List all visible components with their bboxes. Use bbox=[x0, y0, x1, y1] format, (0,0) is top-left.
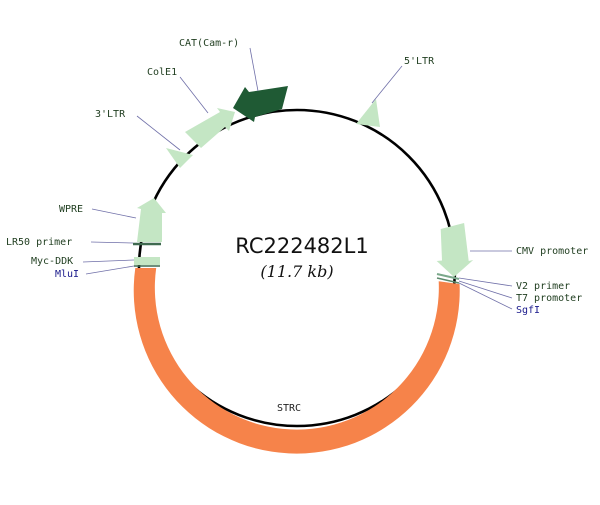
v2-label: V2 primer bbox=[516, 281, 570, 292]
ltr5-leader bbox=[371, 65, 403, 104]
t7-promoter-mark bbox=[436, 277, 460, 284]
plasmid-size: (11.7 kb) bbox=[260, 262, 333, 281]
sgfi-label: SgfI bbox=[516, 305, 540, 316]
lr50-label: LR50 primer bbox=[6, 237, 72, 248]
cmv-label: CMV promoter bbox=[516, 246, 588, 257]
wpre-leader bbox=[91, 208, 137, 219]
wpre-label: WPRE bbox=[59, 204, 83, 215]
cole1-leader bbox=[179, 76, 209, 114]
strc-label: STRC bbox=[277, 403, 301, 414]
cole1-label: ColE1 bbox=[147, 67, 177, 78]
ltr3-label: 3'LTR bbox=[95, 109, 126, 120]
cat-leader bbox=[249, 47, 259, 92]
mlui-label: MluI bbox=[55, 269, 79, 280]
cat-label: CAT(Cam-r) bbox=[179, 38, 239, 49]
plasmid-name: RC222482L1 bbox=[235, 234, 368, 258]
ltr5-feature bbox=[356, 99, 380, 127]
cmv-promoter-feature bbox=[436, 223, 474, 277]
ltr3-leader bbox=[136, 115, 181, 151]
ltr5-label: 5'LTR bbox=[404, 56, 435, 67]
sgfi-leader bbox=[458, 282, 513, 310]
wpre-feature bbox=[137, 198, 166, 242]
myc-ddk-feature bbox=[134, 257, 160, 265]
t7-label: T7 promoter bbox=[516, 293, 582, 304]
mycddk-leader bbox=[82, 259, 135, 263]
t7-leader bbox=[458, 280, 513, 299]
cat-feature bbox=[233, 86, 288, 122]
lr50-leader bbox=[90, 241, 134, 244]
strc-feature bbox=[133, 268, 460, 454]
mlui-leader bbox=[85, 265, 135, 275]
ltr3-feature bbox=[166, 148, 193, 168]
mycddk-label: Myc-DDK bbox=[31, 256, 73, 267]
v2-leader bbox=[458, 277, 513, 287]
v2-primer-mark bbox=[436, 273, 460, 280]
cole1-feature bbox=[185, 108, 235, 148]
